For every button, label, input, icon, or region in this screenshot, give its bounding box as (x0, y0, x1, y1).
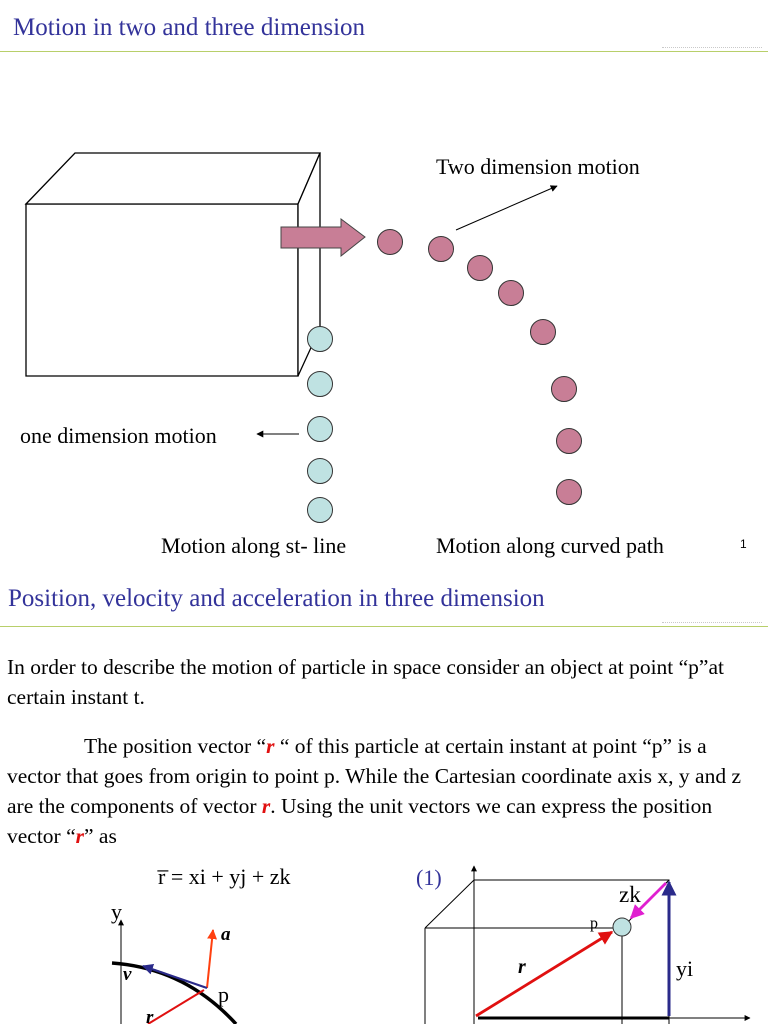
label-point-p-right: p (590, 915, 598, 932)
box-3d (24, 152, 321, 377)
right-vector-diagram (424, 865, 751, 1024)
motion-arrow-icon (280, 218, 366, 258)
label-motion-st-line: Motion along st- line (161, 533, 347, 558)
label-one-dimension-motion: one dimension motion (20, 423, 217, 448)
slide2-rule-tag (662, 622, 762, 623)
slide-number: 1 (740, 537, 747, 551)
label-two-dimension-motion: Two dimension motion (436, 154, 640, 179)
label-yi: yi (676, 956, 694, 981)
label-r-right: r (518, 956, 526, 978)
label-motion-curved-path: Motion along curved path (436, 533, 664, 558)
slide2-title: Position, velocity and acceleration in t… (8, 585, 545, 612)
paragraph-intro: In order to describe the motion of parti… (7, 655, 724, 709)
slide1-title-rule (0, 51, 768, 52)
position-vector-equation: r̅ = xi + yj + zk (158, 864, 291, 889)
paragraph-position-vector: The position vector “r “ of this particl… (7, 734, 741, 848)
label-point-p-left: p (218, 982, 229, 1007)
slide1-rule-tag (662, 47, 762, 48)
label-zk: zk (619, 882, 641, 907)
straight-line-dots (307, 326, 333, 523)
label-y-axis: y (111, 899, 122, 924)
slide1-title: Motion in two and three dimension (13, 14, 366, 41)
label-r-left: r (146, 1007, 154, 1028)
pointer-two-dim (455, 185, 558, 231)
point-p-marker (612, 917, 632, 937)
label-velocity: v (123, 964, 132, 985)
equation-number: (1) (416, 865, 442, 890)
label-acceleration: a (221, 924, 231, 945)
curved-path-dots (377, 229, 582, 505)
left-vector-diagram (111, 919, 238, 1024)
slide2-title-rule (0, 626, 768, 627)
